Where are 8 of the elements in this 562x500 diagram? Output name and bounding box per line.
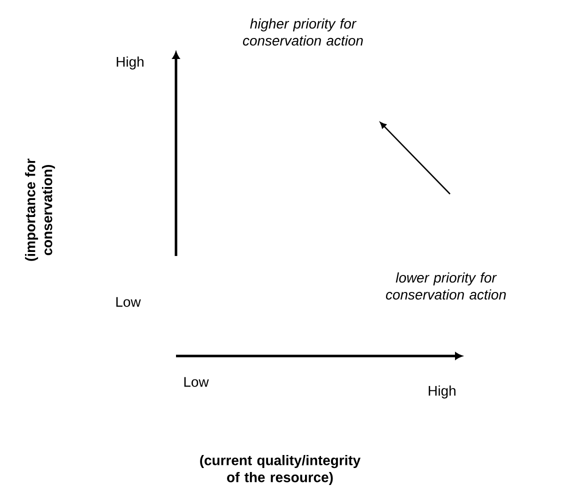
text-label: lower priority for conservation action bbox=[386, 272, 506, 300]
axis-title: (importance for conservation) bbox=[25, 158, 55, 261]
axis-label: Low bbox=[116, 297, 141, 307]
axis-label: High bbox=[116, 56, 144, 70]
text-label: higher priority for conservation action bbox=[242, 18, 363, 46]
axis-title: (current quality/integrity of the resource) bbox=[200, 455, 361, 485]
axis-label: High bbox=[428, 386, 456, 398]
axis-label: Low bbox=[184, 377, 209, 387]
